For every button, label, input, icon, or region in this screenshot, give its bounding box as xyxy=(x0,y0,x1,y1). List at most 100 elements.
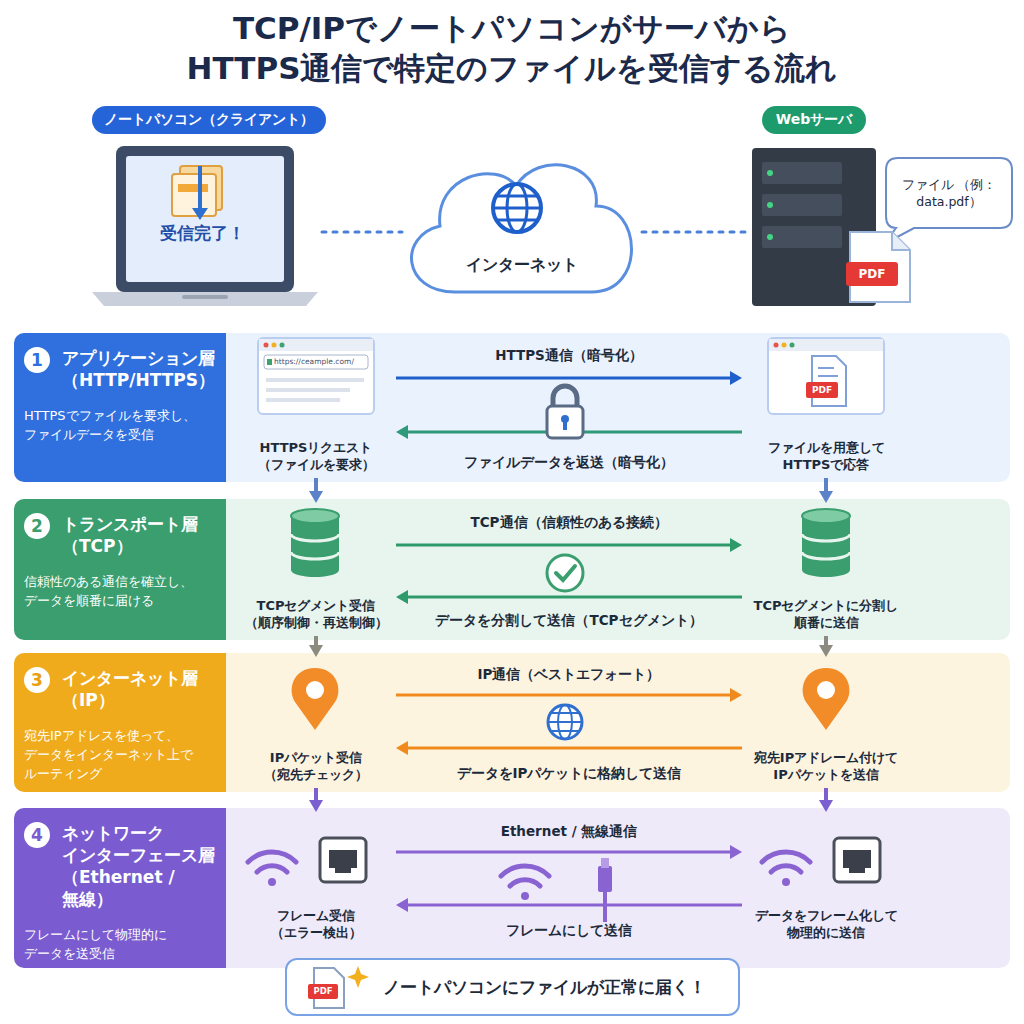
arrow-head xyxy=(819,491,833,503)
result-box: ノートパソコンにファイルが正常に届く！ xyxy=(285,958,740,1016)
connector-line xyxy=(824,478,828,493)
arrow-head xyxy=(309,800,323,812)
edge-label: IP通信（ベストエフォート） xyxy=(474,666,665,684)
edge-label-wrap: HTTPS通信（暗号化） xyxy=(491,347,647,365)
pdf-tag: PDF xyxy=(806,382,838,398)
layer-step: IPパケット受信 （宛先チェック） xyxy=(236,657,396,788)
arrow-head xyxy=(730,688,742,702)
edge-label: ファイルデータを返送（暗号化） xyxy=(460,454,678,472)
edge-label-wrap: IP通信（ベストエフォート） xyxy=(474,666,665,684)
layer-number: 4 xyxy=(24,822,50,848)
step-text: IPパケット受信 （宛先チェック） xyxy=(236,749,396,784)
step-text: ファイルを用意して HTTPSで応答 xyxy=(742,439,910,474)
edge-label-wrap: TCP通信（信頼性のある接続） xyxy=(466,514,671,532)
layer-number: 3 xyxy=(24,667,50,693)
title-wrap: TCP/IPでノートパソコンがサーバから HTTPS通信で特定のファイルを受信す… xyxy=(12,8,1012,89)
layer-description: 宛先IPアドレスを使って、 データをインターネット上で ルーティング xyxy=(24,727,220,784)
arrow-head xyxy=(730,845,742,859)
callout-text: ファイル （例：data.pdf） xyxy=(888,176,1010,211)
connector-line xyxy=(314,636,318,647)
pdf-tag-wrap: PDF xyxy=(308,984,338,999)
pdf-tag-wrap: PDF xyxy=(846,262,898,286)
arrow-head xyxy=(730,538,742,552)
edge-label-wrap: データをIPパケットに格納して送信 xyxy=(453,765,686,783)
connector-line xyxy=(824,788,828,802)
arrow-head xyxy=(819,800,833,812)
arrow-head xyxy=(396,898,408,912)
layer-step: TCPセグメント受信 （順序制御・再送制御） xyxy=(236,503,396,636)
step-text: TCPセグメント受信 （順序制御・再送制御） xyxy=(236,597,396,632)
edge-label: データを分割して送信（TCPセグメント） xyxy=(431,612,706,630)
arrow-head xyxy=(396,590,408,604)
layer-name: トランスポート層 （TCP） xyxy=(62,513,230,557)
edge-label: Ethernet / 無線通信 xyxy=(497,823,642,841)
arrow-head xyxy=(309,645,323,657)
pdf-tag: PDF xyxy=(846,262,898,286)
cloud-text: インターネット xyxy=(466,255,578,276)
connector xyxy=(396,538,742,552)
connector-line xyxy=(406,904,742,907)
layer-number: 1 xyxy=(24,347,50,373)
connector xyxy=(396,688,742,702)
title: TCP/IPでノートパソコンがサーバから HTTPS通信で特定のファイルを受信す… xyxy=(12,8,1012,89)
step-text: 宛先IPアドレーム付けて IPパケットを送信 xyxy=(742,749,910,784)
connector xyxy=(819,478,833,503)
edge-label-wrap: Ethernet / 無線通信 xyxy=(497,823,642,841)
connector-line xyxy=(824,636,828,647)
edge-label: HTTPS通信（暗号化） xyxy=(491,347,647,365)
layer-description: フレームにして物理的に データを送受信 xyxy=(24,926,220,964)
edge-label-wrap: データを分割して送信（TCPセグメント） xyxy=(431,612,706,630)
connector xyxy=(819,788,833,812)
edge-label-wrap: フレームにして送信 xyxy=(502,922,636,940)
screen-text: 受信完了！ xyxy=(160,222,245,245)
layer-step: データをフレーム化して 物理的に送信 xyxy=(742,812,910,946)
connector-line xyxy=(314,788,318,802)
connector-line xyxy=(322,231,402,234)
connector-line xyxy=(642,231,746,234)
edge-label: TCP通信（信頼性のある接続） xyxy=(466,514,671,532)
connector xyxy=(396,845,742,859)
server-pill: Webサーバ xyxy=(762,106,866,134)
arrow-head xyxy=(396,425,408,439)
layer-name: アプリケーション層 （HTTP/HTTPS） xyxy=(62,347,230,391)
arrow-head xyxy=(396,741,408,755)
laptop-client: ノートパソコン（クライアント）受信完了！ xyxy=(88,106,322,308)
arrow-head xyxy=(730,371,742,385)
connector-line xyxy=(396,851,732,854)
connector-line xyxy=(406,596,742,599)
layer-name: ネットワーク インターフェース層 （Ethernet / 無線） xyxy=(62,822,230,910)
pdf-tag-wrap: PDF xyxy=(806,382,838,398)
connector xyxy=(322,232,402,233)
layer-description: 信頼性のある通信を確立し、 データを順番に届ける xyxy=(24,573,220,611)
layer-number: 2 xyxy=(24,513,50,539)
result-text: ノートパソコンにファイルが正常に届く！ xyxy=(383,976,706,999)
step-text: データをフレーム化して 物理的に送信 xyxy=(742,907,910,942)
arrow-head xyxy=(819,645,833,657)
step-text: フレーム受信 （エラー検出） xyxy=(236,907,396,942)
arrow-head xyxy=(309,491,323,503)
connector-line xyxy=(314,478,318,493)
step-text: TCPセグメントに分割し 順番に送信 xyxy=(742,597,910,632)
connector xyxy=(396,590,742,604)
layer-name: インターネット層 （IP） xyxy=(62,667,230,711)
connector xyxy=(309,788,323,812)
connector xyxy=(642,232,746,233)
connector xyxy=(309,636,323,657)
connector xyxy=(396,425,742,439)
connector-line xyxy=(406,747,742,750)
url-text: https://ceample.com/ xyxy=(274,357,354,366)
pdf-tag: PDF xyxy=(308,984,338,999)
connector xyxy=(396,898,742,912)
layer-step: 宛先IPアドレーム付けて IPパケットを送信 xyxy=(742,657,910,788)
edge-label: フレームにして送信 xyxy=(502,922,636,940)
url-text-wrap: https://ceample.com/ xyxy=(274,357,354,366)
layer-step: TCPセグメントに分割し 順番に送信 xyxy=(742,503,910,636)
connector-line xyxy=(396,694,732,697)
edge-label: データをIPパケットに格納して送信 xyxy=(453,765,686,783)
internet-cloud: インターネット xyxy=(402,150,642,298)
layer-step: フレーム受信 （エラー検出） xyxy=(236,812,396,946)
file-callout: ファイル （例：data.pdf） xyxy=(888,160,1010,226)
connector xyxy=(396,741,742,755)
step-text: HTTPSリクエスト （ファイルを要求） xyxy=(236,439,396,474)
